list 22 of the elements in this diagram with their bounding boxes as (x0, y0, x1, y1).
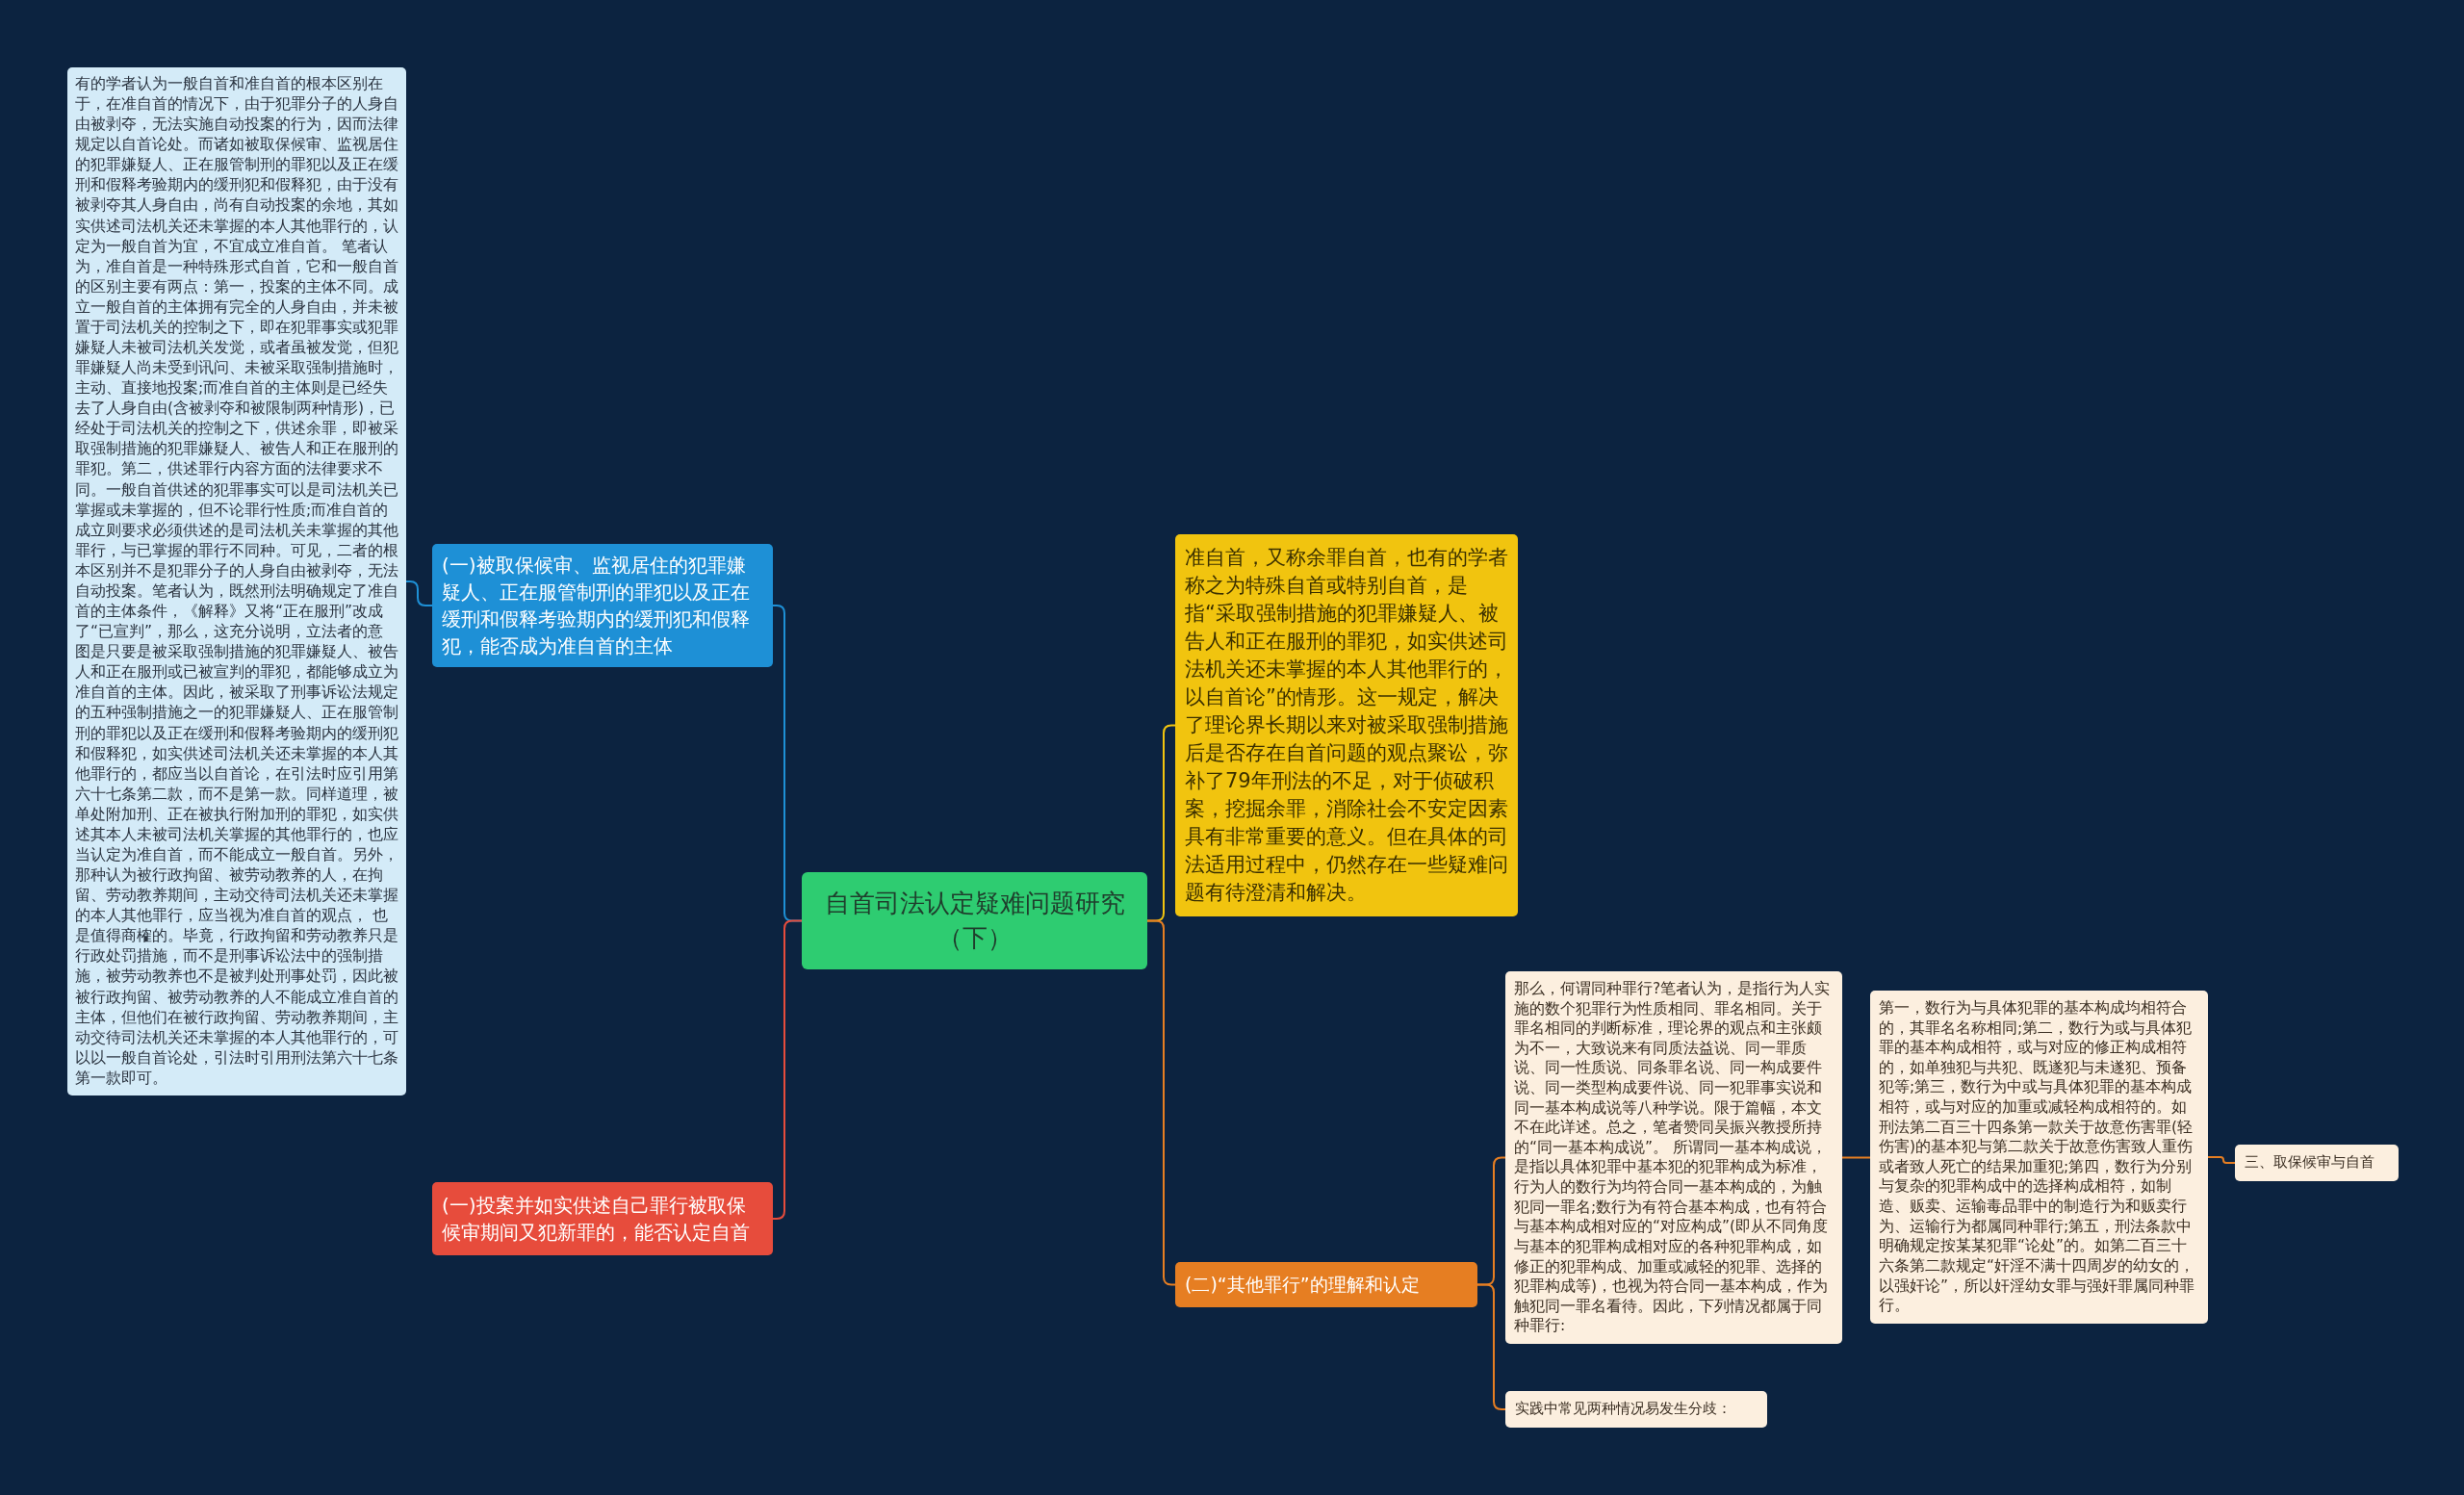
topic-text: 自首司法认定疑难问题研究（下） (823, 888, 1126, 955)
connector-line (1476, 1283, 1506, 1410)
connector-line (1146, 919, 1176, 1286)
topic-box (1505, 1391, 1767, 1428)
central-topic-box (802, 872, 1147, 969)
connector-line (1841, 1156, 1871, 1159)
topic-text: 准自首，又称余罪自首，也有的学者称之为特殊自首或特别自首，是指“采取强制措施的犯罪嫌疑人、被告人和正在服刑的罪犯，如实供述司法机关还未掌握的本人其他罪行的，以自首论”的情形。这一规定，解决了理论界长期以来对被采取强制措施后是否存在自首问题的观点聚讼，弥补了79年刑法的不足，对于侦破积案，挖掘余罪，消除社会不安定因素具有非常重要的意义。但在具体的司法适用过程中，仍然存在一些疑难问题有待澄清和解决。 (1185, 545, 1508, 906)
branch-box (432, 1182, 773, 1255)
topic-box (2235, 1145, 2399, 1181)
connector-line (2207, 1156, 2236, 1164)
topic-text: 那么，何谓同种罪行?笔者认为，是指行为人实施的数个犯罪行为性质相同、罪名相同。关于罪名相同的判断标准，理论界的观点和主张颇为不一，大致说来有同质法益说、同一罪质说、同一性质说、同条罪名说、同一构成要件说、同一类型构成要件说、同一犯罪事实说和同一基本构成说等八种学说。限于篇幅，本文不在此详述。总之，笔者赞同吴振兴教授所持的“同一基本构成说”。 所谓同一基本构成说，是指以具体犯罪中基本犯的犯罪构成为标准，行为人的数行为均符合同一基本构成的，为触犯同一罪名;数行为有符合基本构成，也有符合与基本构成相对应的“对应构成”(即从不同角度与基本的犯罪构成相对应的各种犯罪构成，如修正的犯罪构成、加重或减轻的犯罪、选择的犯罪构成等)，也视为符合同一基本构成，作为触犯同一罪名看待。因此，下列情况都属于同种罪行: (1514, 979, 1832, 1336)
topic-text: 有的学者认为一般自首和准自首的根本区别在于，在准自首的情况下，由于犯罪分子的人身自由被剥夺，无法实施自动投案的行为，因而法律规定以自首论处。而诸如被取保候审、监视居住的犯罪嫌疑人、正在服管制刑的罪犯以及正在缓刑和假释考验期内的缓刑犯和假释犯，由于没有被剥夺其人身自由，尚有自动投案的余地，其如实供述司法机关还未掌握的本人其他罪行的，认定为一般自首为宜，不宜成立准自首。 笔者认为，准自首是一种特殊形式自首，它和一般自首的区别主要有两点：第一，投案的主体不同。成立一般自首的主体拥有完全的人身自由，并未被置于司法机关的控制之下，即在犯罪事实或犯罪嫌疑人未被司法机关发觉，或者虽被发觉，但犯罪嫌疑人尚未受到讯问、未被采取强制措施时，主动、直接地投案;而准自首的主体则是已经失去了人身自由(含被剥夺和被限制两种情形)，已经处于司法机关的控制之下，供述余罪，即被采取强制措施的犯罪嫌疑人、被告人和正在服刑的罪犯。第二，供述罪行内容方面的法律要求不同。一般自首供述的犯罪事实可以是司法机关已掌握或未掌握的，但不论罪行性质;而准自首的成立则要求必须供述的是司法机关未掌握的其他罪行，与已掌握的罪行不同种。可见，二者的根本区别并不是犯罪分子的人身自由被剥夺，无法自动投案。笔者认为，既然刑法明确规定了准自首的主体条件，《解释》又将“正在服刑”改成了“已宣判”，那么，这充分说明，立法者的意图是只要是被采取强制措施的犯罪嫌疑人、被告人和正在服刑或已被宣判的罪犯，都能够成立为准自首的主体。因此，被采取了刑事诉讼法规定的五种强制措施之一的犯罪嫌疑人、正在服管制刑的罪犯以及正在缓刑和假释考验期内的缓刑犯和假释犯，如实供述司法机关还未掌握的本人其他罪行的，都应当以自首论，在引法时应引用第六十七条第二款，而不是第一款。同样道理，被单处附加刑、正在被执行附加刑的罪犯，如实供述其本人未被司法机关掌握的其他罪行的，也应当认定为准自首，而不能成立一般自首。另外，那种认为被行政拘留、被劳动教养的人，在拘留、劳动教养期间，主动交待司法机关还未掌握的本人其他罪行，应当视为准自首的观点， 也是值得商榷的。毕竟，行政拘留和劳动教养只是行政处罚措施，而不是刑事诉讼法中的强制措施，被劳动教养也不是被判处刑事处罚，因此被被行政拘留、被劳动教养的人不能成立准自首的主体，但他们在被行政拘留、劳动教养期间，主动交待司法机关还未掌握的本人其他罪行的，可以以一般自首论处，引法时引用刑法第六十七条第一款即可。 (75, 74, 398, 1089)
topic-text: (一)被取保候审、监视居住的犯罪嫌疑人、正在服管制刑的罪犯以及正在缓刑和假释考验期内的缓刑犯和假释犯，能否成为准自首的主体 (442, 553, 751, 659)
branch-box (1175, 1262, 1477, 1307)
topic-text: 三、取保候审与自首 (2245, 1153, 2375, 1173)
connector-line (405, 580, 433, 606)
topic-text: 实践中常见两种情况易发生分歧： (1515, 1400, 1732, 1419)
branch-box (432, 544, 773, 667)
connector-line (772, 919, 803, 1220)
topic-text: (一)投案并如实供述自己罪行被取保候审期间又犯新罪的，能否认定自首 (442, 1193, 751, 1246)
topic-text: (二)“其他罪行”的理解和认定 (1185, 1273, 1421, 1297)
topic-text: 第一，数行为与具体犯罪的基本构成均相符合的，其罪名名称相同;第二，数行为或与具体犯罪的基本构成相符，或与对应的修正构成相符的，如单独犯与共犯、既遂犯与未遂犯、预备犯等;第三，数行为中或与具体犯罪的基本构成相符，或与对应的加重或减轻构成相符的。如刑法第二百三十四条第一款关于故意伤害罪(轻伤害)的基本犯与第二款关于故意伤害致人重伤或者致人死亡的结果加重犯;第四，数行为分别与复杂的犯罪构成中的选择构成相符，如制造、贩卖、运输毒品罪中的制造行为和贩卖行为、运输行为都属同种罪行;第五，刑法条款中明确规定按某某犯罪“论处”的。如第二百三十六条第二款规定“奸淫不满十四周岁的幼女的，以强奸论”，所以奸淫幼女罪与强奸罪属同种罪行。 (1879, 998, 2196, 1316)
